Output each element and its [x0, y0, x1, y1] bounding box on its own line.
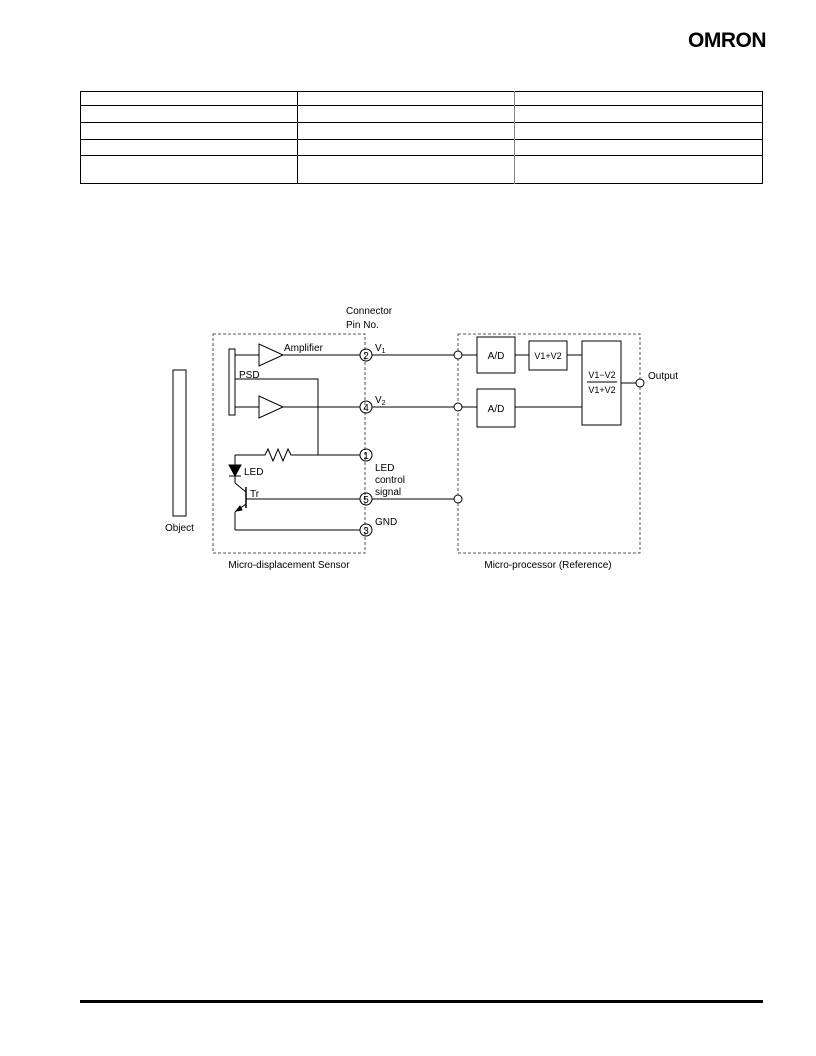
- table-cell: [80, 155, 298, 184]
- table-cell: [80, 122, 298, 140]
- table-row: [80, 122, 763, 140]
- pin-1-number: 1: [363, 451, 369, 462]
- processor-boundary: [457, 333, 641, 554]
- sensor-caption: Micro-displacement Sensor: [228, 560, 350, 571]
- resistor-symbol: [235, 447, 360, 463]
- output-terminal: [635, 378, 645, 388]
- pin-1: [359, 448, 373, 462]
- amplifier-label: Amplifier: [284, 343, 324, 354]
- psd-label: PSD: [239, 370, 260, 381]
- terminal-v1: [453, 350, 463, 360]
- pin-3: [359, 523, 373, 537]
- table-row: [80, 105, 763, 123]
- terminal-v2: [453, 402, 463, 412]
- table-row: [80, 91, 763, 106]
- object-plate: [172, 369, 187, 517]
- pin-5-number: 5: [363, 495, 369, 506]
- processor-caption: Micro-processor (Reference): [484, 560, 611, 571]
- sum-label: V1+V2: [534, 351, 561, 361]
- pin-no-label: Pin No.: [346, 320, 379, 331]
- pin-2-number: 2: [363, 351, 369, 362]
- table-cell: [514, 139, 763, 156]
- ad-2-label: A/D: [488, 404, 505, 415]
- v2-label: V2: [375, 395, 386, 407]
- led-icon: [228, 464, 242, 478]
- ratio-block: [581, 340, 622, 426]
- table-cell: [80, 91, 298, 106]
- table-cell: [514, 155, 763, 184]
- amplifier-1-symbol: [258, 343, 285, 367]
- footer-rule: [80, 1000, 763, 1003]
- table-cell: [297, 139, 515, 156]
- sensor-boundary: [212, 333, 366, 554]
- table-row: [80, 139, 763, 156]
- spec-table: [80, 91, 763, 184]
- table-cell: [514, 122, 763, 140]
- pin-4-number: 4: [363, 403, 369, 414]
- led-control-label-3: signal: [375, 487, 401, 498]
- table-cell: [297, 122, 515, 140]
- table-cell: [514, 105, 763, 123]
- v1-label: V1: [375, 343, 386, 355]
- table-cell: [297, 155, 515, 184]
- gnd-label: GND: [375, 517, 397, 528]
- ad-1-label: A/D: [488, 351, 505, 362]
- ratio-denominator: V1+V2: [588, 385, 615, 395]
- omron-logo: OMRON: [688, 29, 767, 52]
- table-row: [80, 155, 763, 184]
- amplifier-2-symbol: [258, 395, 285, 419]
- led-control-label-2: control: [375, 475, 405, 486]
- pin-3-number: 3: [363, 526, 369, 537]
- tr-label: Tr: [250, 489, 260, 500]
- object-label: Object: [165, 523, 194, 534]
- ad-converter-2: [476, 388, 516, 428]
- table-cell: [80, 139, 298, 156]
- table-cell: [297, 91, 515, 106]
- terminal-led-control: [453, 494, 463, 504]
- led-label: LED: [244, 467, 263, 478]
- table-cell: [297, 105, 515, 123]
- output-label: Output: [648, 371, 678, 382]
- table-cell: [514, 91, 763, 106]
- psd-element: [228, 348, 236, 416]
- table-cell: [80, 105, 298, 123]
- ratio-numerator: V1−V2: [588, 370, 615, 380]
- led-control-label-1: LED: [375, 463, 394, 474]
- connector-label: Connector: [346, 306, 393, 317]
- psd-common-wire: [235, 378, 319, 455]
